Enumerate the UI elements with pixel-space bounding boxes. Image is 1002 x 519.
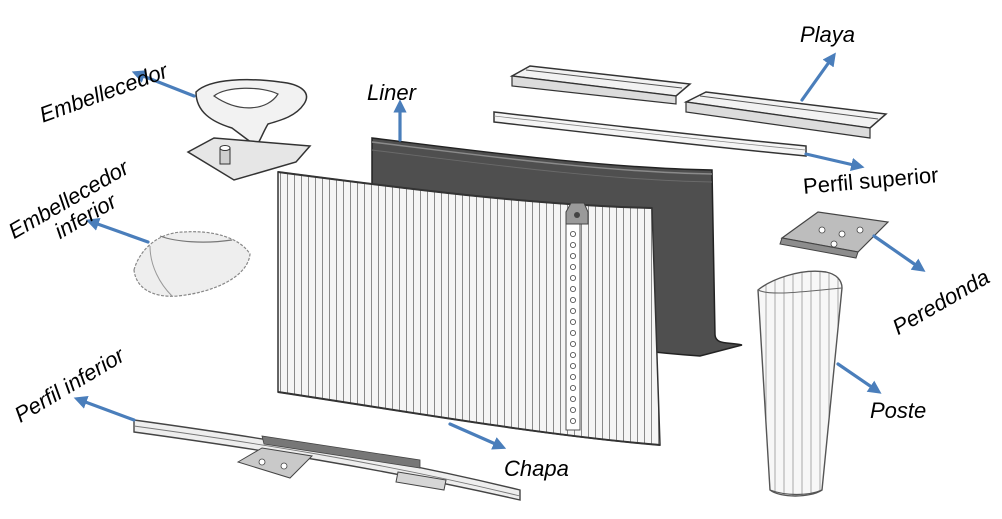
arrow-perfil-inferior [73,396,136,422]
arrow-poste [836,362,882,394]
label-chapa: Chapa [504,456,569,481]
arrow-chapa [448,422,507,450]
perfil-inferior-part [133,419,521,501]
embellecedor-part [186,79,312,181]
arrow-playa [800,52,836,102]
poste-part [757,270,843,497]
arrow-embellecedor [131,70,196,98]
perfil-superior-part [493,111,807,157]
label-liner: Liner [367,80,416,105]
label-playa: Playa [800,22,856,47]
playa-part [509,65,888,139]
arrow-peredonda [872,234,926,272]
arrow-perfil-superior [804,152,865,172]
peredonda-part [779,211,890,259]
arrow-embellecedor-inferior [85,217,150,244]
label-poste: Poste [870,398,927,423]
chapa-part [277,171,661,446]
embellecedor-inferior-part [133,231,251,297]
